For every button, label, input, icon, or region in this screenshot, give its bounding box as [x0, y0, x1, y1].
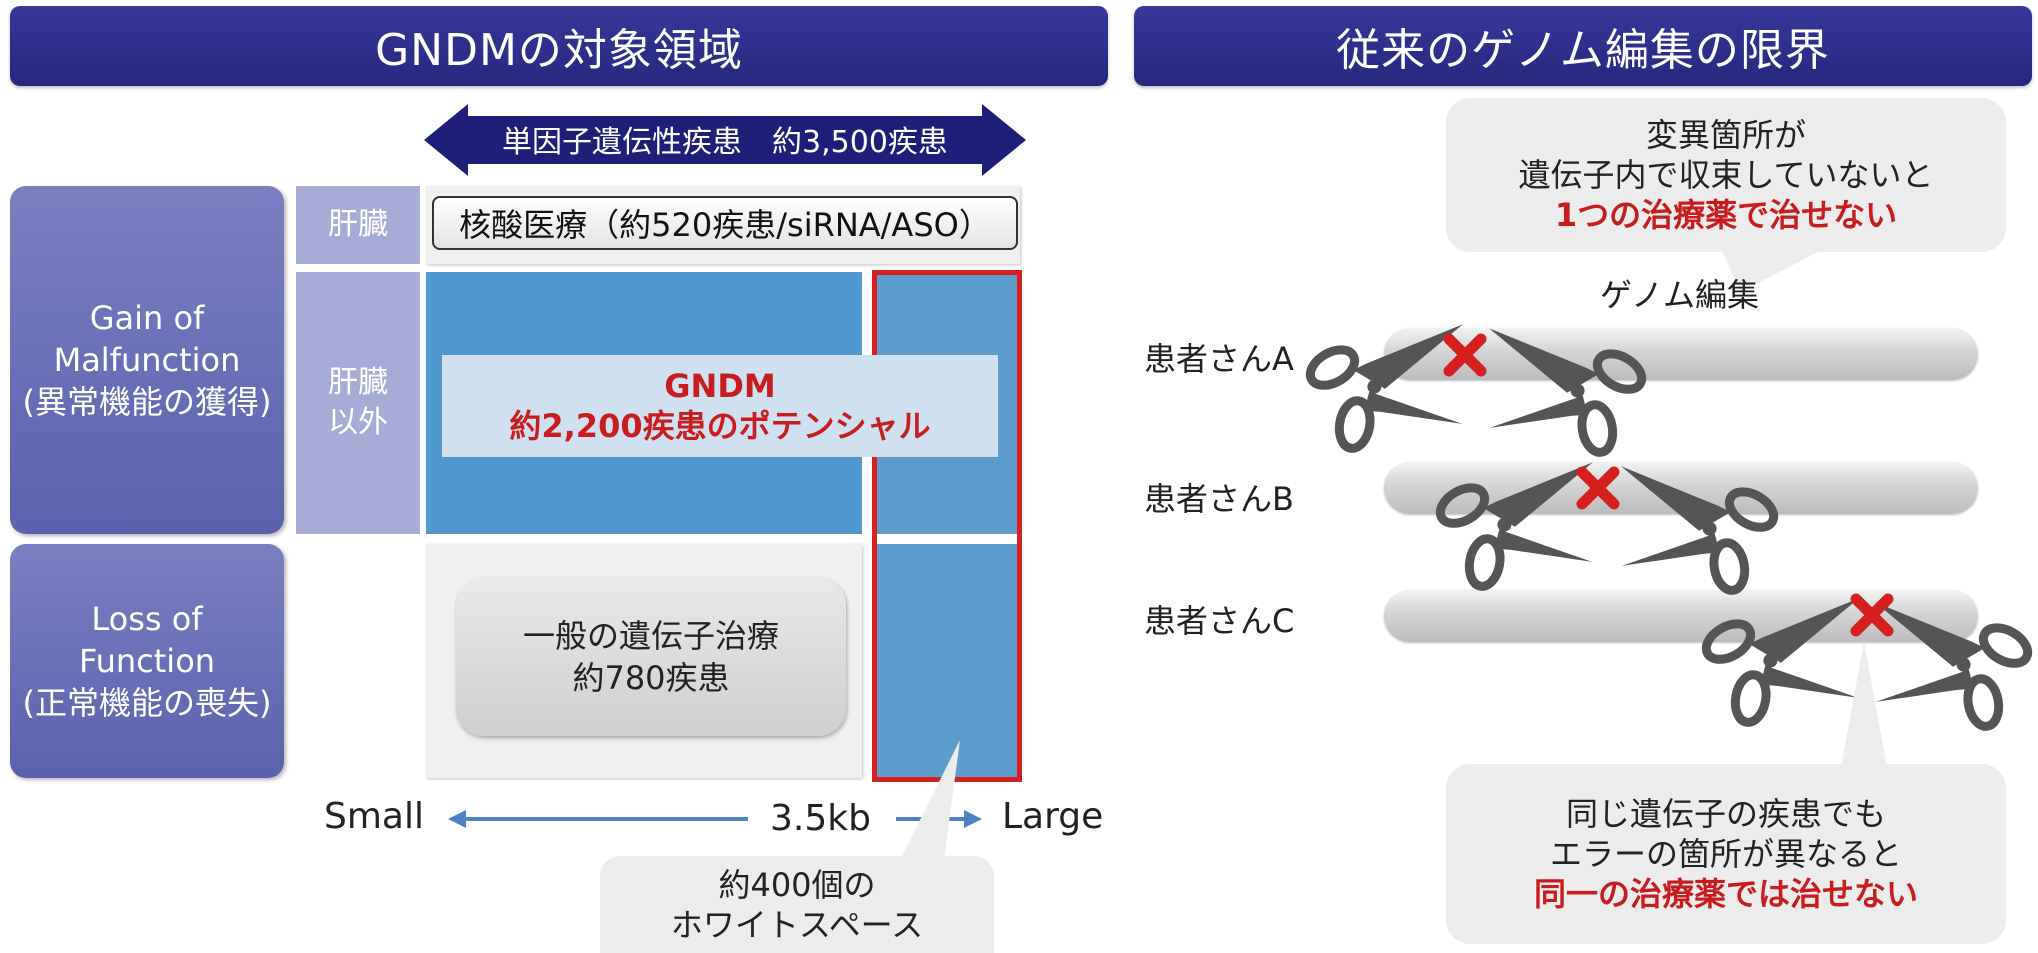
axis-small-label: Small [324, 796, 424, 837]
scissors-icon [1621, 466, 1779, 595]
left-header-title: GNDMの対象領域 [375, 25, 743, 76]
scissors-icon [1701, 598, 1859, 727]
whitespace-frame [872, 270, 1022, 782]
scissors-icon [1435, 462, 1593, 591]
bottom-callout-pointer [1840, 642, 1888, 772]
top-callout-emphasis: 1つの治療薬で治せない [1554, 196, 1898, 234]
gndm-title: GNDM [664, 367, 776, 405]
gain-of-malfunction-label: Gain of Malfunction (異常機能の獲得) [10, 186, 284, 534]
genome-editing-label: ゲノム編集 [1600, 276, 1760, 314]
scissors-icon [1305, 324, 1463, 453]
general-gene-therapy-box: 一般の遺伝子治療 約780疾患 [456, 578, 846, 736]
whitespace-callout: 約400個の ホワイトスペース [600, 856, 994, 953]
axis-mid-label: 3.5kb [770, 798, 871, 839]
scissors-icon [1489, 328, 1647, 457]
left-header: GNDMの対象領域 [10, 6, 1108, 86]
scissors-icon [1875, 602, 2033, 731]
organ-non-liver-label: 肝臓 以外 [296, 272, 420, 534]
whitespace-callout-pointer [900, 740, 960, 860]
patient-a-label: 患者さんA [1144, 340, 1294, 378]
top-callout: 変異箇所が 遺伝子内で収束していないと 1つの治療薬で治せない [1446, 98, 2006, 252]
gndm-potential: 約2,200疾患のポテンシャル [509, 407, 931, 445]
top-callout-pointer [1720, 246, 1830, 292]
right-header-title: 従来のゲノム編集の限界 [1336, 25, 1830, 76]
cross-mark-icon [1576, 466, 1620, 510]
organ-liver-label: 肝臓 [296, 186, 420, 264]
axis-left-arrow-icon [448, 810, 748, 828]
bottom-callout-emphasis: 同一の治療薬では治せない [1533, 875, 1918, 913]
gndm-potential-box: GNDM 約2,200疾患のポテンシャル [442, 355, 998, 457]
loss-of-function-label: Loss of Function (正常機能の喪失) [10, 544, 284, 778]
bottom-callout: 同じ遺伝子の疾患でも エラーの箇所が異なると 同一の治療薬では治せない [1446, 764, 2006, 944]
nucleic-acid-therapy-box: 核酸医療（約520疾患/siRNA/ASO） [432, 196, 1018, 250]
patient-b-label: 患者さんB [1144, 480, 1294, 518]
cross-mark-icon [1443, 333, 1487, 377]
double-arrow-icon [424, 104, 1026, 176]
single-factor-disease-label: 単因子遺伝性疾患 約3,500疾患 [502, 125, 948, 160]
large-loss-cell [872, 544, 1020, 778]
patient-c-label: 患者さんC [1144, 602, 1295, 640]
cross-mark-icon [1850, 593, 1894, 637]
right-header: 従来のゲノム編集の限界 [1134, 6, 2032, 86]
axis-large-label: Large [1002, 796, 1104, 837]
